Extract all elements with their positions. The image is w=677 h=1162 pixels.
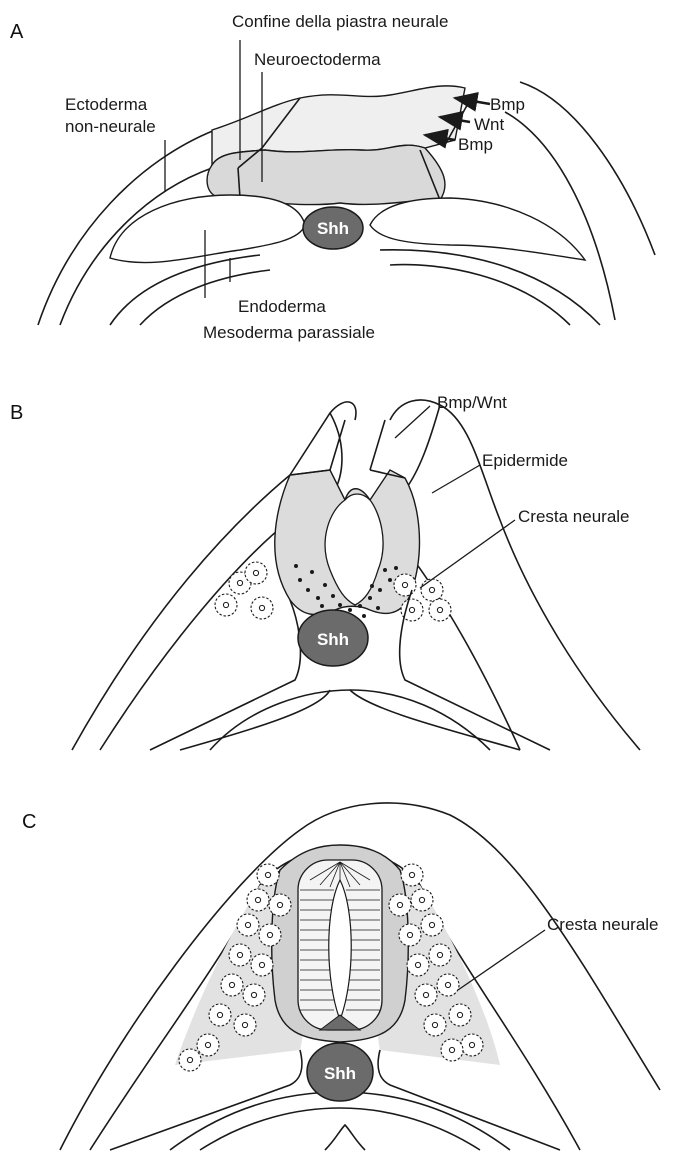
gut-arc-b xyxy=(210,690,490,750)
label-bmp-bottom: Bmp xyxy=(458,135,493,154)
notochord-a-label: Shh xyxy=(317,219,349,238)
pointer-neural-crest-c xyxy=(458,930,545,990)
pointer-neural-crest-b xyxy=(420,520,515,588)
panel-b: B xyxy=(10,393,640,750)
label-bmp-wnt: Bmp/Wnt xyxy=(437,393,507,412)
label-paraxial-mesoderm: Mesoderma parassiale xyxy=(203,323,375,342)
label-neural-crest-c: Cresta neurale xyxy=(547,915,659,934)
gut-arc-c-inner xyxy=(200,1108,480,1150)
panel-a: A Shh Confine della xyxy=(10,12,655,342)
label-bmp-top: Bmp xyxy=(490,95,525,114)
panel-c: C xyxy=(22,803,660,1150)
label-ectoderm-line1: Ectoderma xyxy=(65,95,148,114)
endoderm-arc-right2 xyxy=(380,250,600,325)
label-neural-crest-b: Cresta neurale xyxy=(518,507,630,526)
epidermis-inner-left xyxy=(100,520,290,750)
panel-b-letter: B xyxy=(10,402,23,424)
label-plate-border: Confine della piastra neurale xyxy=(232,12,448,31)
fold-right-ridge xyxy=(405,405,440,490)
pointer-epidermis xyxy=(432,465,480,493)
neural-crest-cells-b-left xyxy=(215,562,273,619)
notochord-c-label: Shh xyxy=(324,1064,356,1083)
pointer-bmp-wnt xyxy=(395,406,430,438)
panel-a-letter: A xyxy=(10,21,24,43)
fold-diagonals xyxy=(330,420,385,470)
mesoderm-left xyxy=(110,195,305,263)
label-epidermis: Epidermide xyxy=(482,451,568,470)
panel-c-letter: C xyxy=(22,811,36,833)
notochord-b-label: Shh xyxy=(317,630,349,649)
gut-tip-c xyxy=(325,1125,365,1150)
label-wnt: Wnt xyxy=(474,115,505,134)
endoderm-arc-outer-right xyxy=(390,265,570,325)
mesoderm-boundary-left xyxy=(150,600,300,750)
endoderm-right-b xyxy=(350,690,520,750)
label-endoderm: Endoderma xyxy=(238,297,326,316)
label-ectoderm-line2: non-neurale xyxy=(65,117,156,136)
label-neuroectoderm: Neuroectoderma xyxy=(254,50,381,69)
